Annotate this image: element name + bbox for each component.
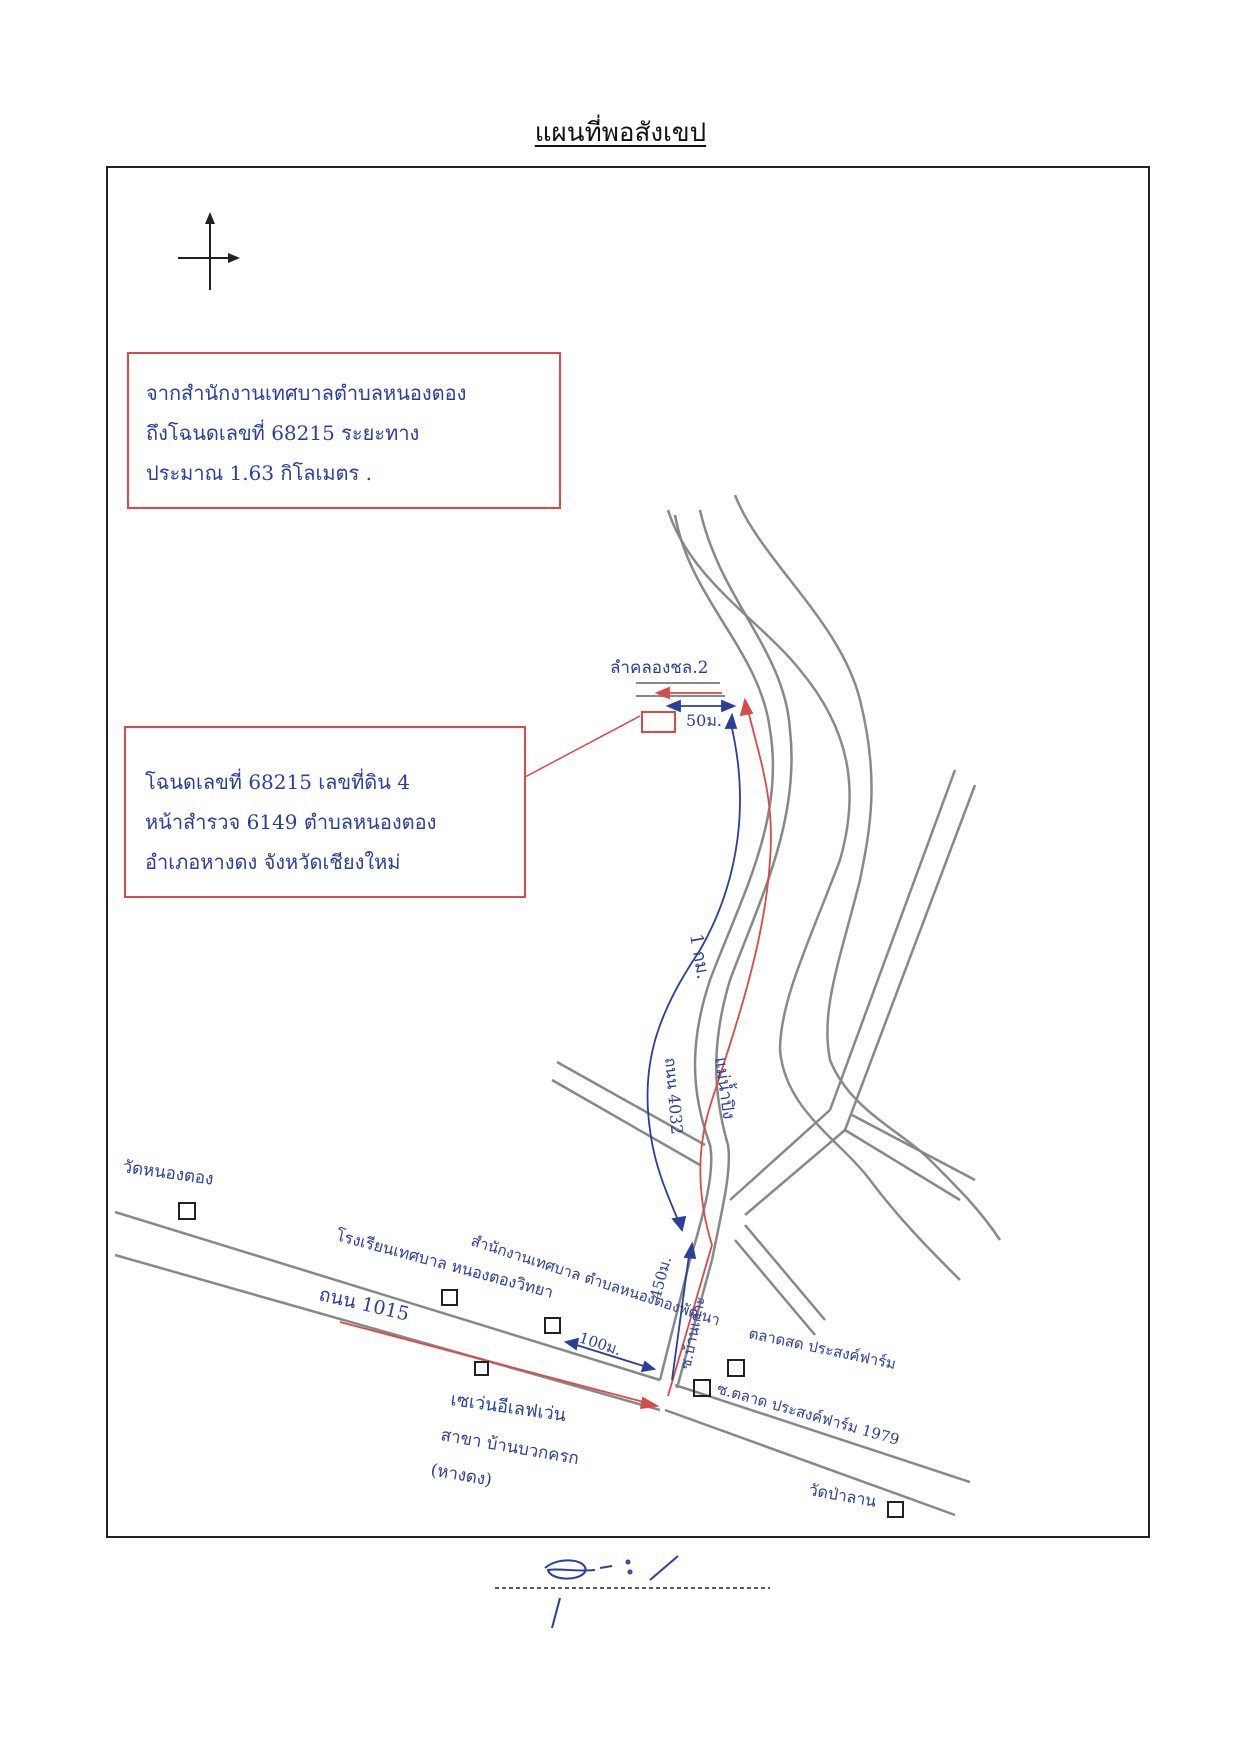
temple-north-marker xyxy=(178,1202,196,1220)
temple-north-label: วัดหนองตอง xyxy=(121,1157,214,1190)
distance-line-2: ถึงโฉนดเลขที่ 68215 ระยะทาง xyxy=(146,419,419,445)
river xyxy=(666,494,1002,1281)
northeast-roads xyxy=(729,769,977,1336)
red-route xyxy=(339,686,772,1410)
deed-info-box: โฉนดเลขที่ 68215 เลขที่ดิน 4 หน้าสำรวจ 6… xyxy=(124,715,641,898)
landmarks xyxy=(178,1202,904,1518)
map-frame xyxy=(106,166,1150,1538)
dist-450-label: 450ม. xyxy=(646,1255,675,1301)
river-label: แม่น้ำปิง xyxy=(710,1055,741,1120)
blue-route xyxy=(563,699,741,1381)
map-title: แผนที่พอสังเขป xyxy=(534,118,707,148)
compass-arrow-icon xyxy=(178,212,240,290)
canal-label: ลำคลองชล.2 xyxy=(610,658,708,678)
dist-1km-label: 1 กม. xyxy=(685,932,714,981)
parcel-68215 xyxy=(641,711,676,733)
prasong-marker xyxy=(693,1379,711,1397)
temple-south-marker xyxy=(887,1501,904,1518)
distance-line-1: จากสำนักงานเทศบาลตำบลหนองตอง xyxy=(146,381,466,405)
distance-line-3: ประมาณ 1.63 กิโลเมตร . xyxy=(146,461,372,485)
canal-road xyxy=(636,682,725,697)
west-cross-road xyxy=(551,1060,706,1167)
deed-line-1: โฉนดเลขที่ 68215 เลขที่ดิน 4 xyxy=(145,768,410,794)
deed-line-2: หน้าสำรวจ 6149 ตำบลหนองตอง xyxy=(145,810,436,834)
seven-district-label: (หางดง) xyxy=(429,1460,493,1490)
road-4032 xyxy=(673,509,793,1261)
deed-line-3: อำเภอหางดง จังหวัดเชียงใหม่ xyxy=(145,850,400,874)
dist-100-label: 100ม. xyxy=(577,1329,624,1359)
school-marker xyxy=(441,1289,458,1306)
market-marker xyxy=(727,1359,745,1377)
seven-eleven-label: เซเว่นอีเลฟเว่น xyxy=(449,1389,567,1426)
dist-50-label: 50ม. xyxy=(686,711,722,730)
temple-south-label: วัดป่าลาน xyxy=(807,1480,878,1511)
office-marker xyxy=(544,1317,561,1334)
distance-info-box: จากสำนักงานเทศบาลตำบลหนองตอง ถึงโฉนดเลขท… xyxy=(127,352,561,509)
signature xyxy=(544,1555,679,1629)
market-label: ตลาดสด ประสงค์ฟาร์ม xyxy=(747,1324,897,1373)
road-1015 xyxy=(114,1210,971,1517)
seven-branch-label: สาขา บ้านบวกครก xyxy=(439,1425,580,1469)
seven-eleven-marker xyxy=(474,1361,489,1376)
